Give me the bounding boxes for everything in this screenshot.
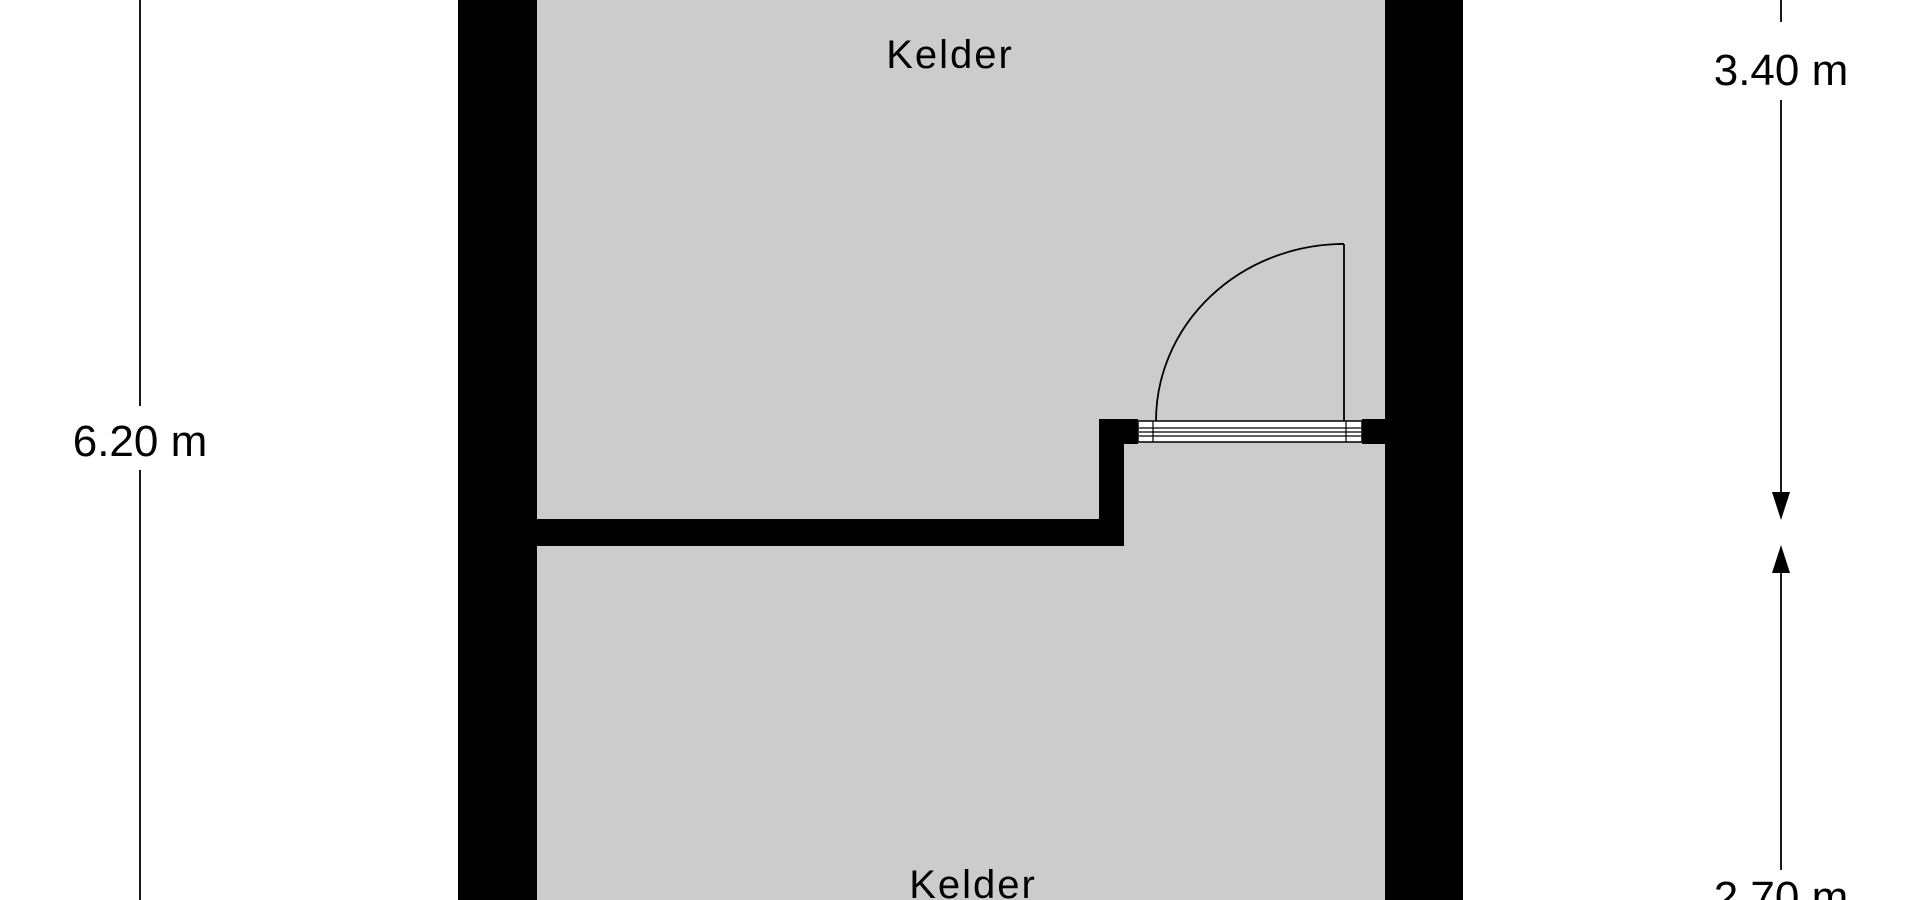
dimension-upper-room [1772,0,1790,520]
right-wall [1385,0,1463,900]
door-threshold [1137,420,1363,443]
door-jamb-left [1099,419,1138,444]
left-wall [458,0,537,900]
dimension-total-height-label: 6.20 m [73,417,208,466]
dimension-upper-room-label: 3.40 m [1714,46,1849,95]
partition-wall-horizontal [537,519,1124,546]
passage-floor [1124,444,1385,545]
lower-room-floor [537,545,1385,900]
arrow-down-icon [1772,492,1790,520]
door-swing-icon [1155,243,1345,422]
dimension-lower-room-label: 2.70 m [1714,873,1849,900]
lower-room-label: Kelder [909,863,1037,900]
upper-room-label: Kelder [886,33,1014,77]
door-jamb-right [1362,419,1385,444]
arrow-up-icon [1772,545,1790,573]
dimension-lower-room [1772,545,1790,870]
